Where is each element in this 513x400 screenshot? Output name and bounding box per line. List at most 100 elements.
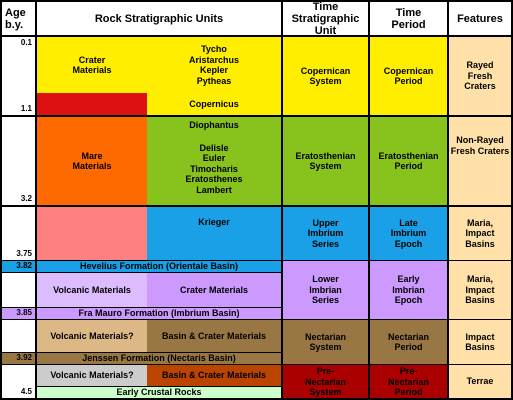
copernicus-cell: Copernicus: [147, 93, 281, 115]
crater-materials-imbrian-label: Crater Materials: [179, 284, 249, 295]
age-3-85: 3.85: [2, 308, 35, 319]
crater-eratosthenes: Eratosthenes: [185, 174, 243, 185]
pre-nectarian-system-label: Pre-Nectarian System: [304, 366, 347, 397]
janssen-formation-label: Jenssen Formation (Nectaris Basin): [82, 353, 236, 364]
crater-lambert: Lambert: [196, 184, 232, 195]
age-spacer-2: [2, 320, 35, 352]
volcanic-materials-nectarian-label: Volcanic Materials?: [50, 330, 134, 341]
hevelius-formation-label: Hevelius Formation (Orientale Basin): [79, 261, 239, 272]
diophantus-cell: Diophantus: [147, 117, 281, 133]
crater-kepler: Kepler: [199, 65, 228, 75]
eratosthenian-period-label: Eratosthenian Period: [378, 150, 439, 172]
maria-impact-basins-1-label: Maria, Impact Basins: [465, 217, 495, 249]
rayed-fresh-craters-label: Rayed Fresh Craters: [464, 60, 496, 92]
crater-delisle: Delisle: [199, 142, 229, 153]
non-rayed-fresh-craters-label: Non-Rayed Fresh Craters: [450, 135, 510, 156]
janssen-formation-band: Jenssen Formation (Nectaris Basin): [37, 353, 281, 364]
lower-imbrian-series-label: Lower Imbrian Series: [309, 274, 342, 306]
crater-timocharis: Timocharis: [190, 163, 238, 174]
header-time-period: Time Period: [370, 2, 447, 35]
age-3-85-label: 3.85: [16, 308, 32, 318]
age-3-92-label: 3.92: [16, 353, 32, 363]
header-time-strat: Time Stratigraphic Unit: [283, 2, 368, 35]
age-3-75: 3.75: [2, 207, 35, 260]
hevelius-formation-band: Hevelius Formation (Orientale Basin): [37, 261, 281, 272]
age-spacer-1: [2, 273, 35, 307]
crater-pytheas: Pytheas: [196, 75, 232, 86]
copernicus-red-block: [37, 93, 147, 115]
mare-materials-cell: Mare Materials: [37, 117, 147, 205]
fra-mauro-formation-label: Fra Mauro Formation (Imbrium Basin): [78, 308, 240, 319]
crater-materials-cell: Crater Materials: [37, 37, 147, 93]
age-3-82: 3.82: [2, 261, 35, 272]
age-4-5: 4.5: [2, 365, 35, 398]
copernican-craters-cell: Tycho Aristarchus Kepler Pytheas: [147, 37, 281, 93]
header-time-period-label: Time Period: [391, 6, 426, 31]
crater-aristarchus: Aristarchus: [188, 54, 240, 65]
crater-copernicus: Copernicus: [189, 98, 239, 109]
basin-crater-materials-label: Basin & Crater Materials: [161, 330, 267, 341]
terrae-label: Terrae: [466, 376, 494, 387]
volcanic-materials-cell: Volcanic Materials: [37, 273, 147, 307]
eratosthenian-craters-cell: Delisle Euler Timocharis Eratosthenes La…: [147, 133, 281, 205]
rayed-fresh-craters-cell: Rayed Fresh Craters: [449, 37, 511, 115]
header-time-strat-label: Time Stratigraphic Unit: [291, 2, 360, 35]
copernican-system-cell: Copernican System: [283, 37, 368, 115]
maria-impact-basins-2-cell: Maria, Impact Basins: [449, 261, 511, 319]
crater-tycho: Tycho: [201, 44, 227, 54]
pre-nectarian-period-label: Pre-Nectarian Period: [387, 366, 430, 397]
age-0-1-label: 0.1: [20, 38, 32, 47]
early-imbrian-epoch-label: Early Imbrian Epoch: [392, 274, 425, 306]
eratosthenian-system-cell: Eratosthenian System: [283, 117, 368, 205]
basin-crater-materials-pre-nectarian-label: Basin & Crater Materials: [161, 370, 267, 381]
age-4-5-label: 4.5: [20, 386, 32, 396]
mare-pink-block: [37, 207, 147, 260]
age-3-75-label: 3.75: [16, 248, 32, 258]
age-3-2-label: 3.2: [20, 193, 32, 203]
eratosthenian-period-cell: Eratosthenian Period: [370, 117, 447, 205]
early-imbrian-epoch-cell: Early Imbrian Epoch: [370, 261, 447, 319]
upper-imbrium-series-cell: Upper Imbrium Series: [283, 207, 368, 260]
crater-euler: Euler: [202, 153, 226, 164]
nectarian-system-cell: Nectarian System: [283, 320, 368, 364]
volcanic-materials-pre-nectarian-label: Volcanic Materials?: [50, 370, 134, 381]
impact-basins-label: Impact Basins: [465, 331, 495, 353]
header-rock-units-label: Rock Stratigraphic Units: [94, 12, 224, 25]
early-crustal-rocks-band: Early Crustal Rocks: [37, 387, 281, 398]
crater-diophantus: Diophantus: [189, 119, 239, 130]
maria-impact-basins-1-cell: Maria, Impact Basins: [449, 207, 511, 260]
header-age: Age b.y.: [2, 2, 35, 35]
volcanic-materials-nectarian-cell: Volcanic Materials?: [37, 320, 147, 352]
pre-nectarian-period-cell: Pre-Nectarian Period: [370, 365, 447, 398]
basin-crater-materials-pre-nectarian-cell: Basin & Crater Materials: [147, 365, 281, 386]
eratosthenian-system-label: Eratosthenian System: [295, 150, 356, 172]
age-3-82-label: 3.82: [16, 261, 32, 271]
krieger-cell: Krieger: [147, 207, 281, 260]
copernican-period-cell: Copernican Period: [370, 37, 447, 115]
late-imbrium-epoch-label: Late Imbrium Epoch: [390, 217, 427, 249]
copernican-period-label: Copernican Period: [383, 65, 434, 87]
pre-nectarian-system-cell: Pre-Nectarian System: [283, 365, 368, 398]
nectarian-period-label: Nectarian Period: [387, 331, 430, 353]
late-imbrium-epoch-cell: Late Imbrium Epoch: [370, 207, 447, 260]
early-crustal-rocks-label: Early Crustal Rocks: [116, 387, 202, 398]
fra-mauro-formation-band: Fra Mauro Formation (Imbrium Basin): [37, 308, 281, 319]
upper-imbrium-series-label: Upper Imbrium Series: [307, 217, 344, 249]
age-1-1: 1.1: [2, 59, 35, 115]
header-features: Features: [449, 2, 511, 35]
basin-crater-materials-cell: Basin & Crater Materials: [147, 320, 281, 352]
age-3-92: 3.92: [2, 353, 35, 364]
age-1-1-label: 1.1: [20, 103, 32, 113]
crater-krieger: Krieger: [198, 217, 230, 227]
age-3-2: 3.2: [2, 117, 35, 205]
terrae-cell: Terrae: [449, 365, 511, 398]
header-features-label: Features: [457, 12, 503, 25]
non-rayed-fresh-craters-cell: Non-Rayed Fresh Craters: [449, 117, 511, 205]
mare-materials-label: Mare Materials: [72, 150, 112, 172]
crater-materials-label: Crater Materials: [72, 54, 112, 76]
lower-imbrian-series-cell: Lower Imbrian Series: [283, 261, 368, 319]
volcanic-materials-label: Volcanic Materials: [53, 284, 131, 295]
nectarian-period-cell: Nectarian Period: [370, 320, 447, 364]
impact-basins-cell: Impact Basins: [449, 320, 511, 364]
